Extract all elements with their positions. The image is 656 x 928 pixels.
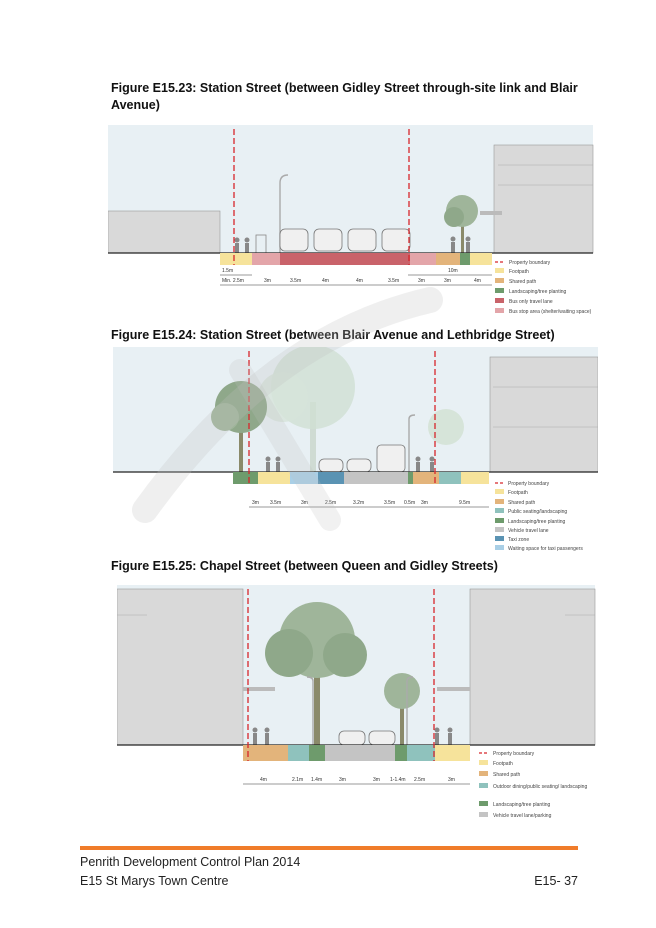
dim-label: 3m: [264, 278, 271, 284]
dim-label: 2.5m: [325, 500, 336, 506]
dim-label: 4m: [474, 278, 481, 284]
legend-label: Landscaping/tree planting: [508, 519, 565, 525]
dim-label: 3.5m: [270, 500, 281, 506]
legend-label: Outdoor dining/public seating/ landscapi…: [493, 784, 587, 790]
station-street-section-1: 1.5m 10m Min. 2.5m 3m 3.5m 4m 4m 3.5m 3m…: [108, 125, 594, 315]
figure-e15-24-diagram: 3m 3.5m 3m 2.5m 3.2m 3.5m 0.5m 3m 9.5m P…: [113, 347, 598, 557]
dim-label: 2.1m: [292, 777, 303, 783]
dim-label: 3m: [301, 500, 308, 506]
dim-label: 3m: [252, 500, 259, 506]
legend-label: Footpath: [493, 761, 513, 767]
dim-label: 3.5m: [388, 278, 399, 284]
dim-label: 4m: [356, 278, 363, 284]
figure-e15-25-diagram: 4m 2.1m 1.4m 3m 3m 1-1.4m 2.5m 3m Proper…: [117, 585, 597, 825]
dim-label: 3m: [373, 777, 380, 783]
dim-label: 10m: [448, 268, 458, 274]
legend-label: Bus only travel lane: [509, 299, 553, 305]
dim-label: 1.4m: [311, 777, 322, 783]
legend-label: Waiting space for taxi passengers: [508, 546, 583, 552]
legend-label: Vehicle travel lane: [508, 528, 549, 534]
legend-label: Property boundary: [509, 260, 551, 266]
page-number: E15- 37: [534, 874, 578, 888]
legend-label: Shared path: [509, 279, 536, 285]
legend-label: Property boundary: [508, 481, 550, 487]
dim-label: 1-1.4m: [390, 777, 406, 783]
chapel-street-section: 4m 2.1m 1.4m 3m 3m 1-1.4m 2.5m 3m Proper…: [117, 585, 596, 819]
footer-rule: [80, 846, 578, 850]
dim-label: Min. 2.5m: [222, 278, 244, 284]
dim-label: 3m: [418, 278, 425, 284]
figure-e15-24-title: Figure E15.24: Station Street (between B…: [111, 328, 555, 342]
legend-label: Taxi zone: [508, 537, 529, 543]
dim-label: 3.5m: [384, 500, 395, 506]
legend-label: Footpath: [508, 490, 528, 496]
legend-label: Vehicle travel lane/parking: [493, 813, 552, 819]
legend-label: Property boundary: [493, 751, 535, 757]
legend-label: Landscaping/tree planting: [509, 289, 566, 295]
figure-e15-25-title: Figure E15.25: Chapel Street (between Qu…: [111, 559, 498, 573]
dim-label: 3m: [421, 500, 428, 506]
dim-label: 2.5m: [414, 777, 425, 783]
footer-section-title: E15 St Marys Town Centre: [80, 874, 229, 888]
dim-label: 3.2m: [353, 500, 364, 506]
legend-label: Landscaping/tree planting: [493, 802, 550, 808]
dim-label: 9.5m: [459, 500, 470, 506]
footer-document-title: Penrith Development Control Plan 2014: [80, 855, 301, 869]
dim-label: 0.5m: [404, 500, 415, 506]
station-street-section-2: 3m 3.5m 3m 2.5m 3.2m 3.5m 0.5m 3m 9.5m P…: [113, 347, 598, 552]
figure-e15-23-title: Figure E15.23: Station Street (between G…: [111, 81, 578, 112]
legend-label: Bus stop area (shelter/waiting space): [509, 309, 592, 315]
dim-label: 3.5m: [290, 278, 301, 284]
legend-label: Shared path: [493, 772, 520, 778]
figure-e15-23-diagram: 1.5m 10m Min. 2.5m 3m 3.5m 4m 4m 3.5m 3m…: [108, 125, 618, 321]
dim-label: 4m: [322, 278, 329, 284]
legend-label: Shared path: [508, 500, 535, 506]
dim-label: 4m: [260, 777, 267, 783]
dim-label: 3m: [444, 278, 451, 284]
dim-label: 1.5m: [222, 268, 233, 274]
dim-label: 3m: [339, 777, 346, 783]
legend-label: Public seating/landscaping: [508, 509, 567, 515]
legend-label: Footpath: [509, 269, 529, 275]
dim-label: 3m: [448, 777, 455, 783]
